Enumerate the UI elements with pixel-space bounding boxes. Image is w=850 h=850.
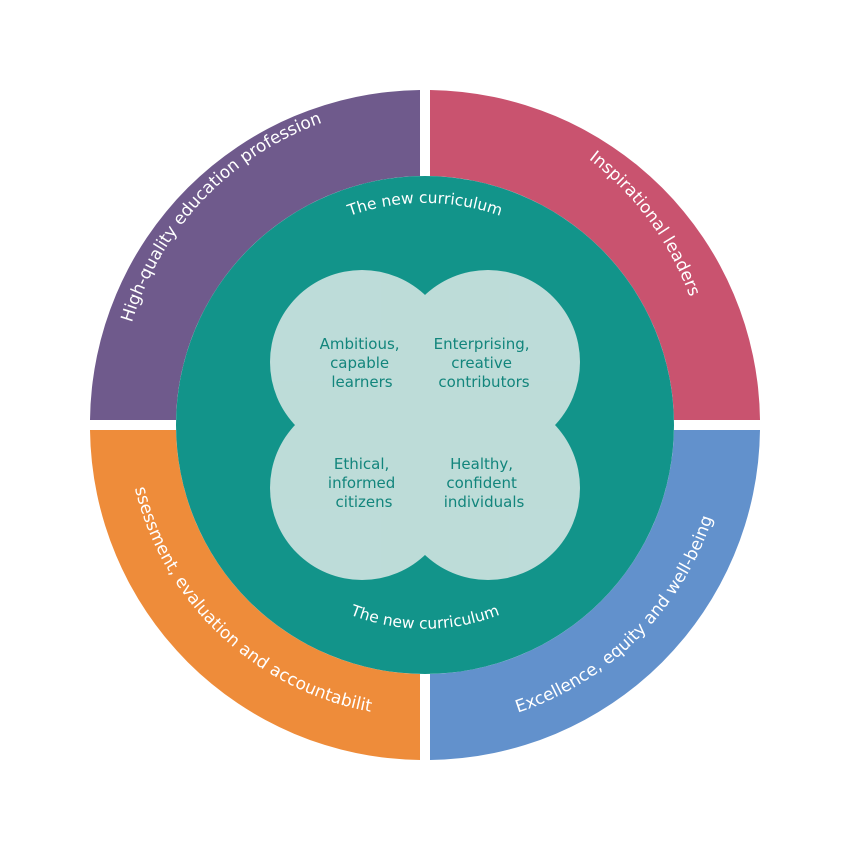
ring-segment-inspirational-leaders [430, 90, 760, 420]
petal-ambitious-capable-learners [270, 270, 454, 454]
petal-label-enterprising-creative-contributors: Enterprising, creative contributors [434, 335, 535, 391]
petal-ethical-informed-citizens [270, 396, 454, 580]
petal-label-ethical-informed-citizens: Ethical, informed citizens [328, 455, 400, 511]
ring-segment-excellence-equity-well-being [430, 430, 760, 760]
petal-label-healthy-confident-individuals: Healthy, confident individuals [444, 455, 525, 511]
ring-segment-assessment-evaluation-accountability [90, 430, 420, 760]
petal-enterprising-creative-contributors [396, 270, 580, 454]
petal-healthy-confident-individuals [396, 396, 580, 580]
ring-segment-high-quality-education-profession [90, 90, 420, 420]
capabilities-petals [270, 270, 580, 580]
petal-label-ambitious-capable-learners: Ambitious, capable learners [320, 335, 405, 391]
